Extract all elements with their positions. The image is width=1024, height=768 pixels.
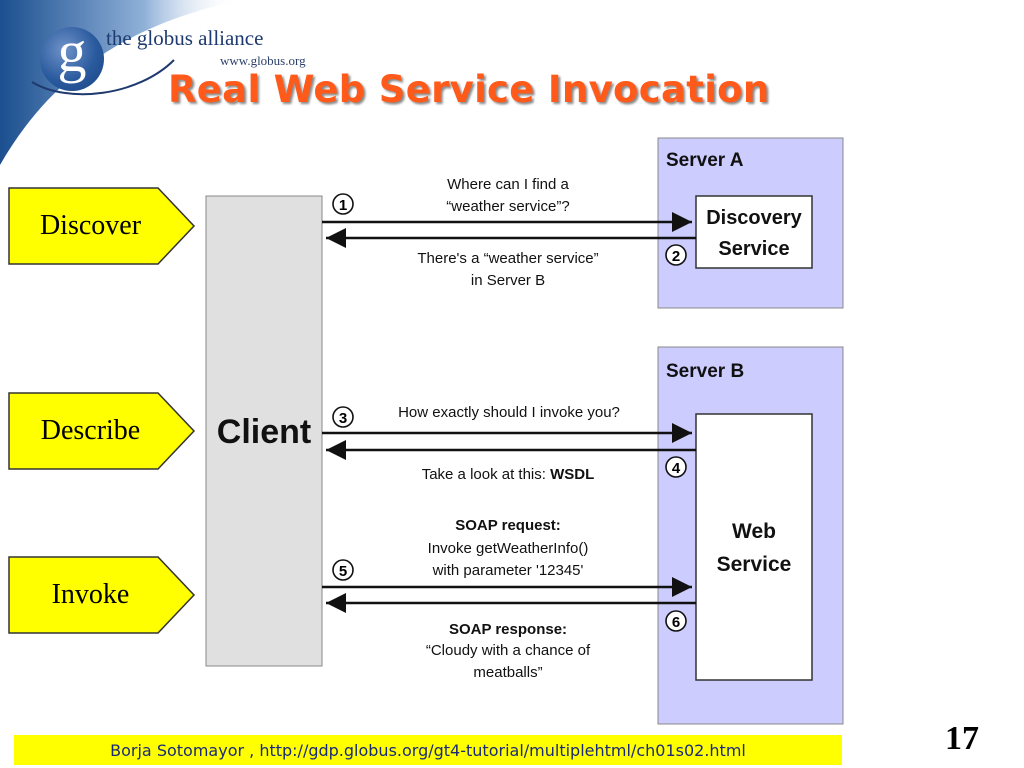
brand-name: the globus alliance [106,26,264,50]
svg-text:6: 6 [672,614,680,631]
server-b-title: Server B [666,361,744,382]
discovery-service-line1: Discovery [706,207,802,229]
discovery-service-line2: Service [718,238,789,260]
web-service-line2: Service [717,553,792,576]
web-service-box [695,413,813,681]
slide-title: Real Web Service Invocation [168,68,770,111]
marker-2: 2 [665,244,687,266]
marker-5: 5 [332,559,354,581]
marker-3: 3 [332,406,354,428]
page-number: 17 [945,720,979,757]
message-4: Take a look at this: WSDL [422,466,595,483]
message-4-prefix: Take a look at this: [422,466,550,483]
brand-url: www.globus.org [220,53,306,68]
message-5-line2: with parameter '12345' [432,562,584,579]
svg-text:3: 3 [339,410,347,427]
svg-text:2: 2 [672,248,680,265]
step-discover: Discover [8,187,196,265]
message-3: How exactly should I invoke you? [398,404,620,421]
marker-4: 4 [665,456,687,478]
message-4-bold: WSDL [550,466,594,483]
svg-text:4: 4 [672,460,681,477]
step-arrow-shape [8,187,196,265]
invocation-diagram: Client Server A Discovery Service Server… [200,134,850,734]
message-1-line1: Where can I find a [447,176,569,193]
logo-orbit-arc [31,59,175,96]
message-5-heading: SOAP request: [455,517,561,534]
step-label: Describe [40,415,141,446]
message-5-line1: Invoke getWeatherInfo() [428,540,589,557]
step-arrow-shape [8,556,196,634]
discovery-service-box [695,195,813,269]
step-label: Discover [39,210,142,241]
footer-citation: Borja Sotomayor , http://gdp.globus.org/… [14,735,842,765]
globus-logo-letter: g [57,19,87,84]
step-invoke: Invoke [8,556,196,634]
step-describe: Describe [8,392,196,470]
globus-logo [40,27,104,91]
diagram-canvas: Client Server A Discovery Service Server… [205,137,844,725]
server-a-title: Server A [666,150,744,171]
message-1-line2: “weather service”? [446,198,569,215]
client-label: Client [217,413,311,451]
svg-text:5: 5 [339,563,347,580]
message-2-line2: in Server B [471,272,545,289]
svg-text:1: 1 [339,197,347,214]
marker-6: 6 [665,610,687,632]
web-service-line1: Web [732,520,776,543]
message-6-line2: meatballs” [473,664,542,681]
message-2-line1: There's a “weather service” [417,250,598,267]
client-box [205,195,323,667]
message-6-line1: “Cloudy with a chance of [426,642,591,659]
step-label: Invoke [51,579,130,610]
step-arrow-shape [8,392,196,470]
marker-1: 1 [332,193,354,215]
message-6-heading: SOAP response: [449,621,567,638]
